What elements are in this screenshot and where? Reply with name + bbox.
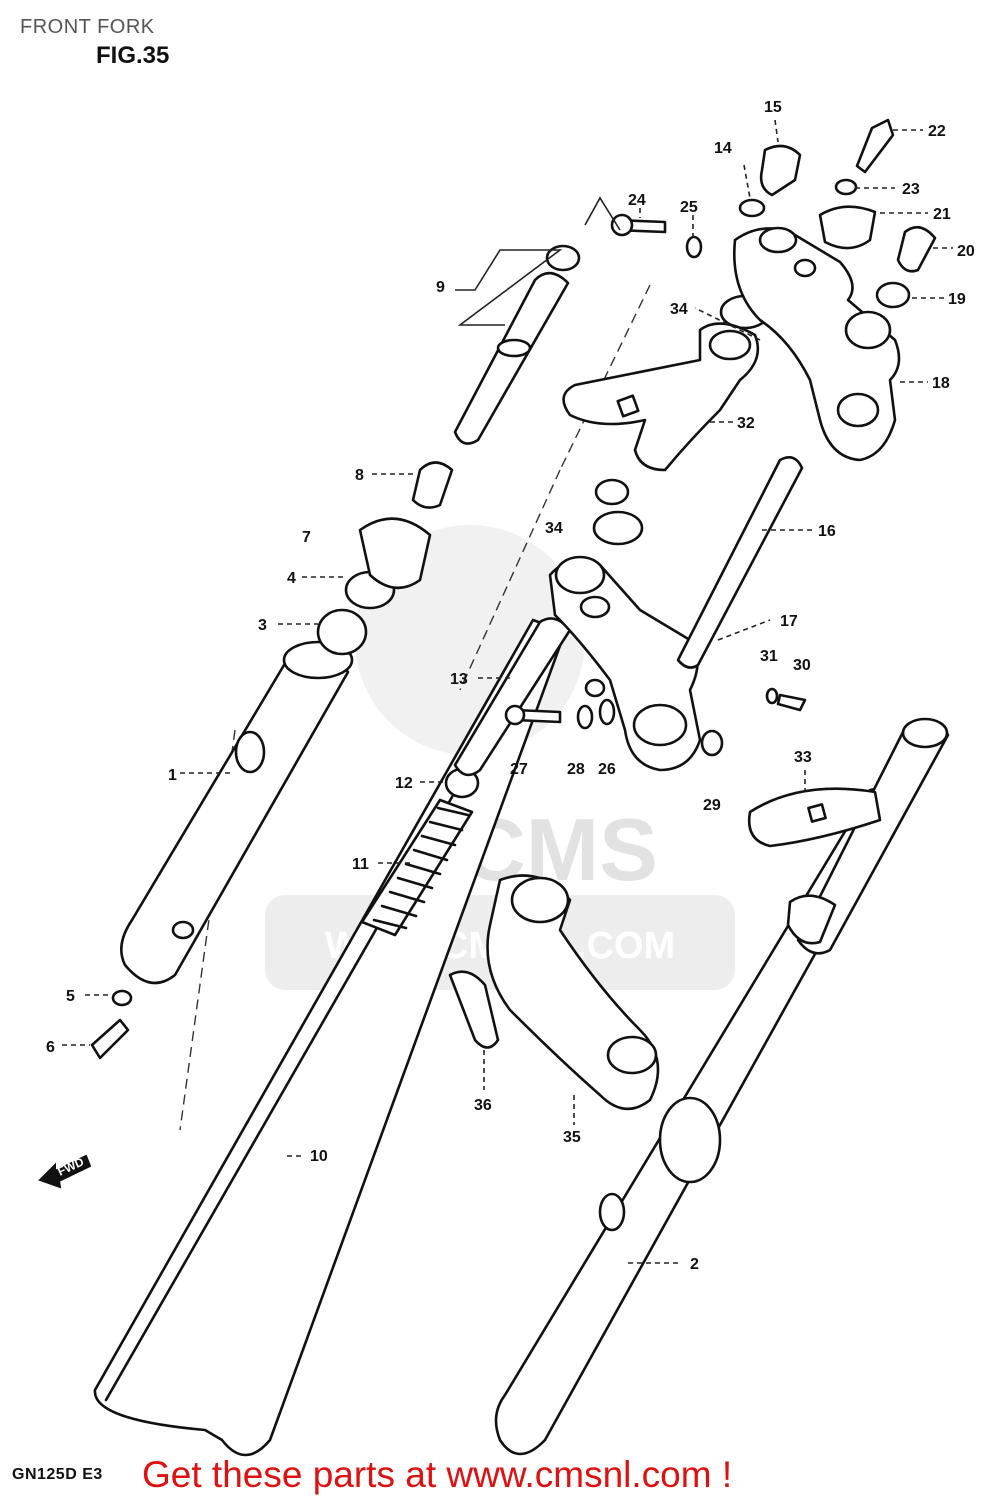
part-3-oil-seal: [316, 608, 368, 656]
callout-33: 33: [794, 749, 812, 766]
callout-23: 23: [902, 181, 920, 198]
part-21-handlebar-clamp: [818, 205, 877, 250]
callout-labels: 1 2 3 4 5 6 7 8 9 10 11 12 13 14 15 16 1…: [46, 99, 975, 1273]
callout-10: 10: [310, 1148, 328, 1165]
callout-22: 22: [928, 123, 946, 140]
part-28-washer: [576, 704, 594, 730]
callout-11: 11: [352, 856, 369, 873]
callout-31: 31: [760, 648, 778, 665]
callout-28: 28: [567, 761, 585, 778]
callout-3: 3: [258, 617, 267, 634]
part-6-drain-screw: [90, 1018, 130, 1060]
callout-1: 1: [168, 767, 177, 784]
leader-lines: [62, 119, 953, 1264]
callout-34-upper: 34: [670, 301, 688, 318]
callout-35: 35: [563, 1129, 581, 1146]
callout-16: 16: [818, 523, 836, 540]
callout-18: 18: [932, 375, 950, 392]
part-15-stem-nut: [759, 144, 802, 197]
callout-13: 13: [450, 671, 468, 688]
part-9-fork-bolt: [453, 244, 581, 445]
forward-arrow-icon: FWD: [38, 1154, 92, 1189]
part-20-bolt: [896, 225, 937, 273]
callout-8: 8: [355, 467, 364, 484]
part-14-washer: [738, 198, 766, 218]
part-17-lower-clamp: [548, 555, 702, 772]
part-32-headlight-bracket: [562, 322, 760, 472]
figure-number: FIG.35: [96, 42, 170, 69]
callout-17: 17: [780, 613, 798, 630]
callout-4: 4: [287, 570, 296, 587]
part-8-cap: [411, 461, 454, 509]
callout-6: 6: [46, 1039, 55, 1056]
model-code: GN125D E3: [12, 1466, 103, 1483]
part-29-clip: [700, 729, 724, 757]
part-31-washer: [765, 687, 779, 705]
callout-14: 14: [714, 140, 732, 157]
part-35-lower-bracket: [486, 874, 660, 1111]
part-19-washer: [875, 281, 911, 309]
buy-parts-link[interactable]: Get these parts at www.cmsnl.com !: [142, 1454, 733, 1495]
callout-19: 19: [948, 291, 966, 308]
part-16-steering-stem: [676, 456, 804, 669]
part-26-nut: [598, 698, 616, 726]
callout-29: 29: [703, 797, 721, 814]
callout-21: 21: [933, 206, 951, 223]
callout-7: 7: [302, 529, 311, 546]
part-7-dust-seal: [358, 517, 432, 590]
part-36-bracket-plate: [448, 970, 500, 1049]
callout-5: 5: [66, 988, 75, 1005]
callout-30: 30: [793, 657, 811, 674]
callout-24: 24: [628, 192, 646, 209]
part-18-upper-bracket: [733, 226, 901, 462]
callout-34-lower: 34: [545, 520, 563, 537]
callout-15: 15: [764, 99, 782, 116]
part-13-upper-tube: [453, 617, 572, 777]
callout-12: 12: [395, 775, 413, 792]
callout-9: 9: [436, 279, 445, 296]
part-23-washer: [834, 178, 858, 196]
part-33-tube-bracket: [747, 717, 950, 955]
callout-2: 2: [690, 1256, 699, 1273]
callout-25: 25: [680, 199, 698, 216]
callout-27: 27: [510, 761, 528, 778]
part-5-washer: [111, 989, 133, 1007]
callout-20: 20: [957, 243, 975, 260]
callout-26: 26: [598, 761, 616, 778]
part-25-washer: [685, 235, 703, 259]
part-11-spring: [360, 798, 474, 937]
callout-36: 36: [474, 1097, 492, 1114]
part-34-bearing-lower: [592, 510, 644, 546]
part-22-bolt: [855, 118, 895, 174]
page-title: FRONT FORK: [20, 16, 155, 38]
part-30-screw: [776, 693, 807, 712]
callout-32: 32: [737, 415, 755, 432]
